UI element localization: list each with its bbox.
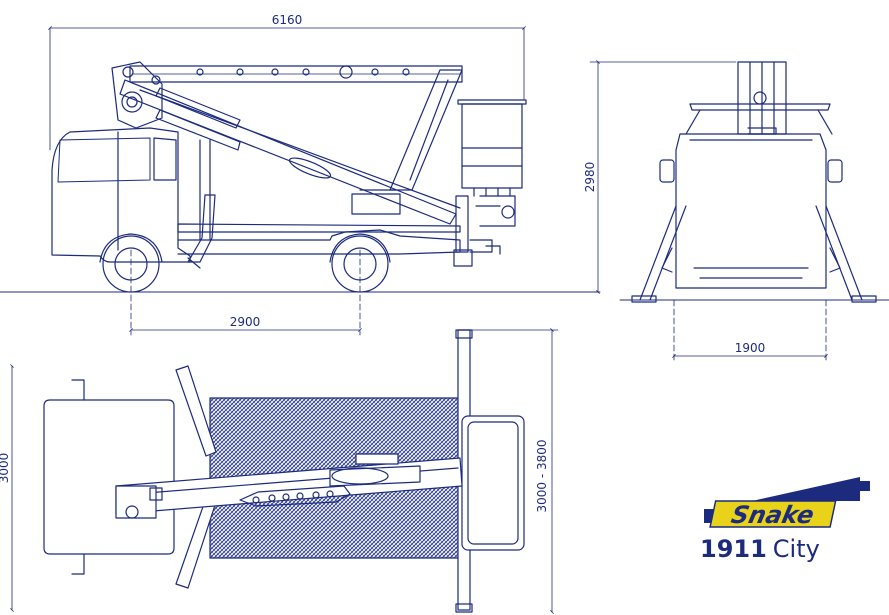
model-number: 1911	[700, 535, 767, 563]
dimension-overall-length: 6160	[272, 13, 303, 27]
dimension-stabiliser-spread-side: 1900	[735, 341, 766, 355]
dimension-stabiliser-width-range: 3000 - 3800	[535, 439, 549, 512]
top-view	[10, 328, 559, 614]
dimension-wheelbase: 2900	[230, 315, 261, 329]
snake-wordmark-graphic: Snake	[704, 477, 870, 529]
dimension-stabiliser-spread-top: 3000	[0, 453, 11, 484]
side-view	[0, 26, 737, 336]
front-view	[619, 61, 889, 361]
model-city: City	[772, 535, 820, 563]
logo-wordmark: Snake	[729, 500, 817, 529]
dimension-overall-height: 2980	[583, 162, 597, 193]
